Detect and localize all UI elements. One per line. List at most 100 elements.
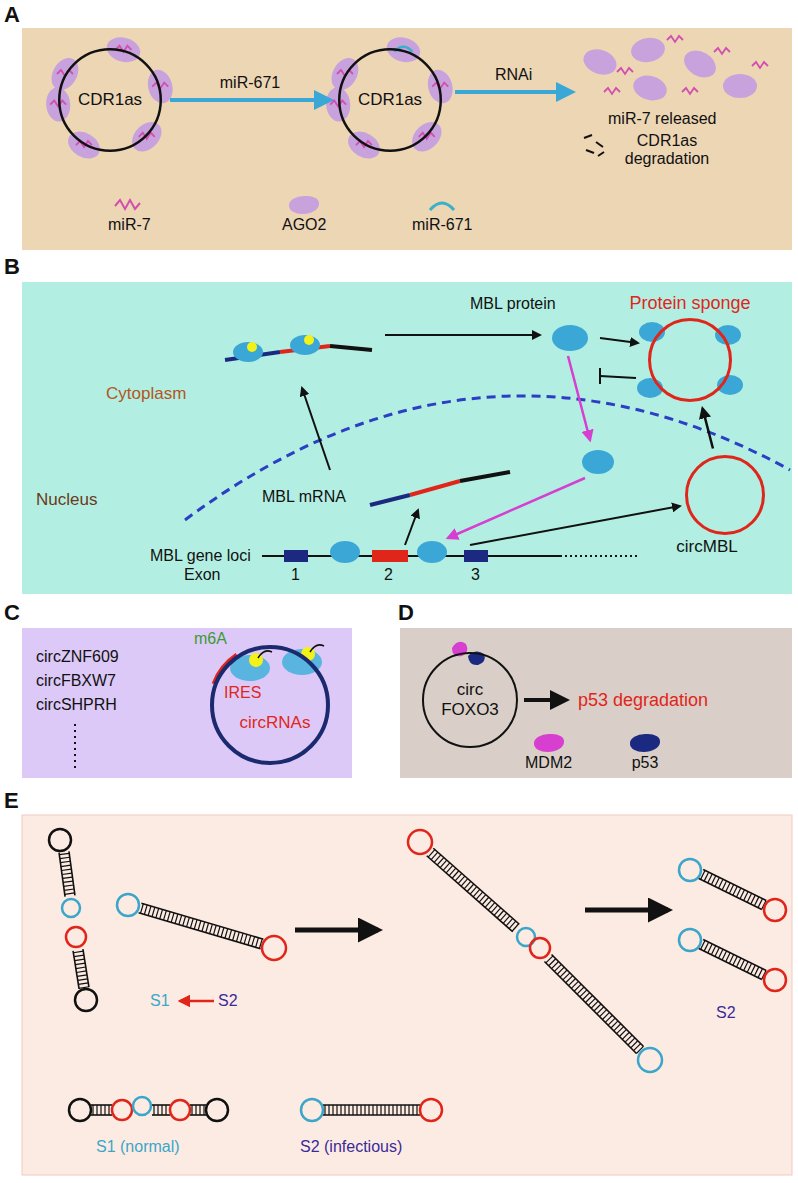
exon-number: 2 <box>384 566 393 584</box>
node-label: circ FOXO3 <box>440 680 500 719</box>
node-label: Protein sponge <box>629 293 750 314</box>
rna-stem <box>92 1105 93 1115</box>
rna-stem <box>722 881 726 890</box>
ribosome <box>233 335 320 362</box>
pathway-arrow <box>470 506 680 545</box>
ago2-complex <box>723 74 757 98</box>
rna-stem <box>408 1105 409 1115</box>
rna-stem <box>384 1105 385 1115</box>
mbl-protein <box>715 325 741 345</box>
nuclear-envelope <box>185 396 790 520</box>
pathway-arrow <box>302 335 680 545</box>
rna-stem <box>157 1105 158 1115</box>
ribosome <box>233 342 263 362</box>
gene-locus <box>284 550 308 562</box>
rna-stem <box>360 1105 361 1115</box>
pathway-arrow <box>405 510 418 545</box>
rna-loop <box>49 829 71 851</box>
ellipsis-dots <box>74 724 76 770</box>
mrna <box>370 495 410 505</box>
rna-stem <box>412 1105 413 1115</box>
legend-sample <box>424 194 460 216</box>
rna-stem <box>754 897 758 906</box>
mrna <box>225 346 510 505</box>
rna-stem <box>344 1105 345 1115</box>
ribosome <box>310 645 324 652</box>
mrna-label: MBL mRNA <box>262 488 346 506</box>
rna-stem <box>758 969 762 978</box>
rna-stem <box>368 1105 369 1115</box>
panel-background <box>400 628 792 778</box>
state-label: S2 (infectious) <box>300 1138 402 1156</box>
rna-stem <box>744 962 748 971</box>
circrna-name: circSHPRH <box>36 696 117 714</box>
rna-stem <box>252 937 255 947</box>
rna-stem <box>156 908 159 918</box>
rna-stem <box>183 916 186 926</box>
process-label: RNAi <box>495 66 532 84</box>
circrna-circle: circRNAs <box>210 645 330 765</box>
rna-stem <box>244 934 247 944</box>
rna-stem <box>75 959 85 961</box>
rna-stem <box>175 914 178 924</box>
rna-stem <box>210 924 213 934</box>
degraded-fragments <box>598 152 604 156</box>
rna-stem <box>701 870 705 879</box>
legend-label: miR-7 <box>108 216 151 234</box>
rna-stem <box>733 956 737 965</box>
rna-loop <box>679 859 701 881</box>
circle-outline <box>687 457 764 534</box>
rna-stem <box>62 873 72 874</box>
ago2-complex <box>629 35 667 65</box>
ago2-complex <box>629 35 667 65</box>
rna-stem <box>726 953 730 962</box>
rna-stem <box>751 895 755 904</box>
ago2-complex <box>723 74 757 98</box>
rna-stem <box>704 942 708 951</box>
circle-outline <box>685 455 765 535</box>
circle-outline <box>648 318 732 402</box>
circrna-name: circFBXW7 <box>36 672 116 690</box>
panel-letter: B <box>4 254 20 279</box>
released-mirna <box>667 36 683 42</box>
rna-stem <box>213 925 216 935</box>
mbl-protein <box>552 325 588 351</box>
legend-swatch <box>630 734 660 752</box>
circle-outline <box>423 653 517 747</box>
rna-stem <box>747 893 751 902</box>
rna-stem <box>372 1105 373 1115</box>
inhibition-line <box>600 376 636 378</box>
modification-label: m6A <box>194 630 227 648</box>
gene-locus <box>417 541 447 563</box>
panel-letter: E <box>4 788 19 813</box>
rna-stem <box>552 954 644 1046</box>
pathway-arrow <box>302 388 330 470</box>
rna-stem <box>152 907 155 917</box>
rna-stem <box>729 955 733 964</box>
mrna <box>410 481 460 495</box>
ago2-complex <box>630 72 669 104</box>
rna-stem <box>165 1105 166 1115</box>
ribosome <box>247 342 257 352</box>
rna-stem <box>76 971 86 973</box>
rna-stem <box>75 963 85 965</box>
process-arrow <box>455 92 572 93</box>
rna-stem <box>141 904 144 914</box>
rna-stem <box>60 861 70 862</box>
state-label: S2 <box>218 992 238 1010</box>
shuttle-arrow <box>448 356 590 538</box>
legend-item: miR-7 <box>108 194 151 234</box>
rna-stem <box>74 955 84 957</box>
rna-stem <box>348 1105 349 1115</box>
state-label: S2 <box>716 1004 736 1022</box>
rna-stem <box>729 885 733 894</box>
rna-stem <box>544 962 636 1054</box>
rna-stem <box>76 967 86 969</box>
rna-stem <box>144 905 147 915</box>
panel-background <box>22 628 352 778</box>
rna-stem <box>152 1105 170 1115</box>
panel-background <box>22 28 792 250</box>
circfoxo3-circle: circ FOXO3 <box>422 652 518 748</box>
rna-stem <box>352 1105 353 1115</box>
state-label: S1 (normal) <box>96 1138 180 1156</box>
